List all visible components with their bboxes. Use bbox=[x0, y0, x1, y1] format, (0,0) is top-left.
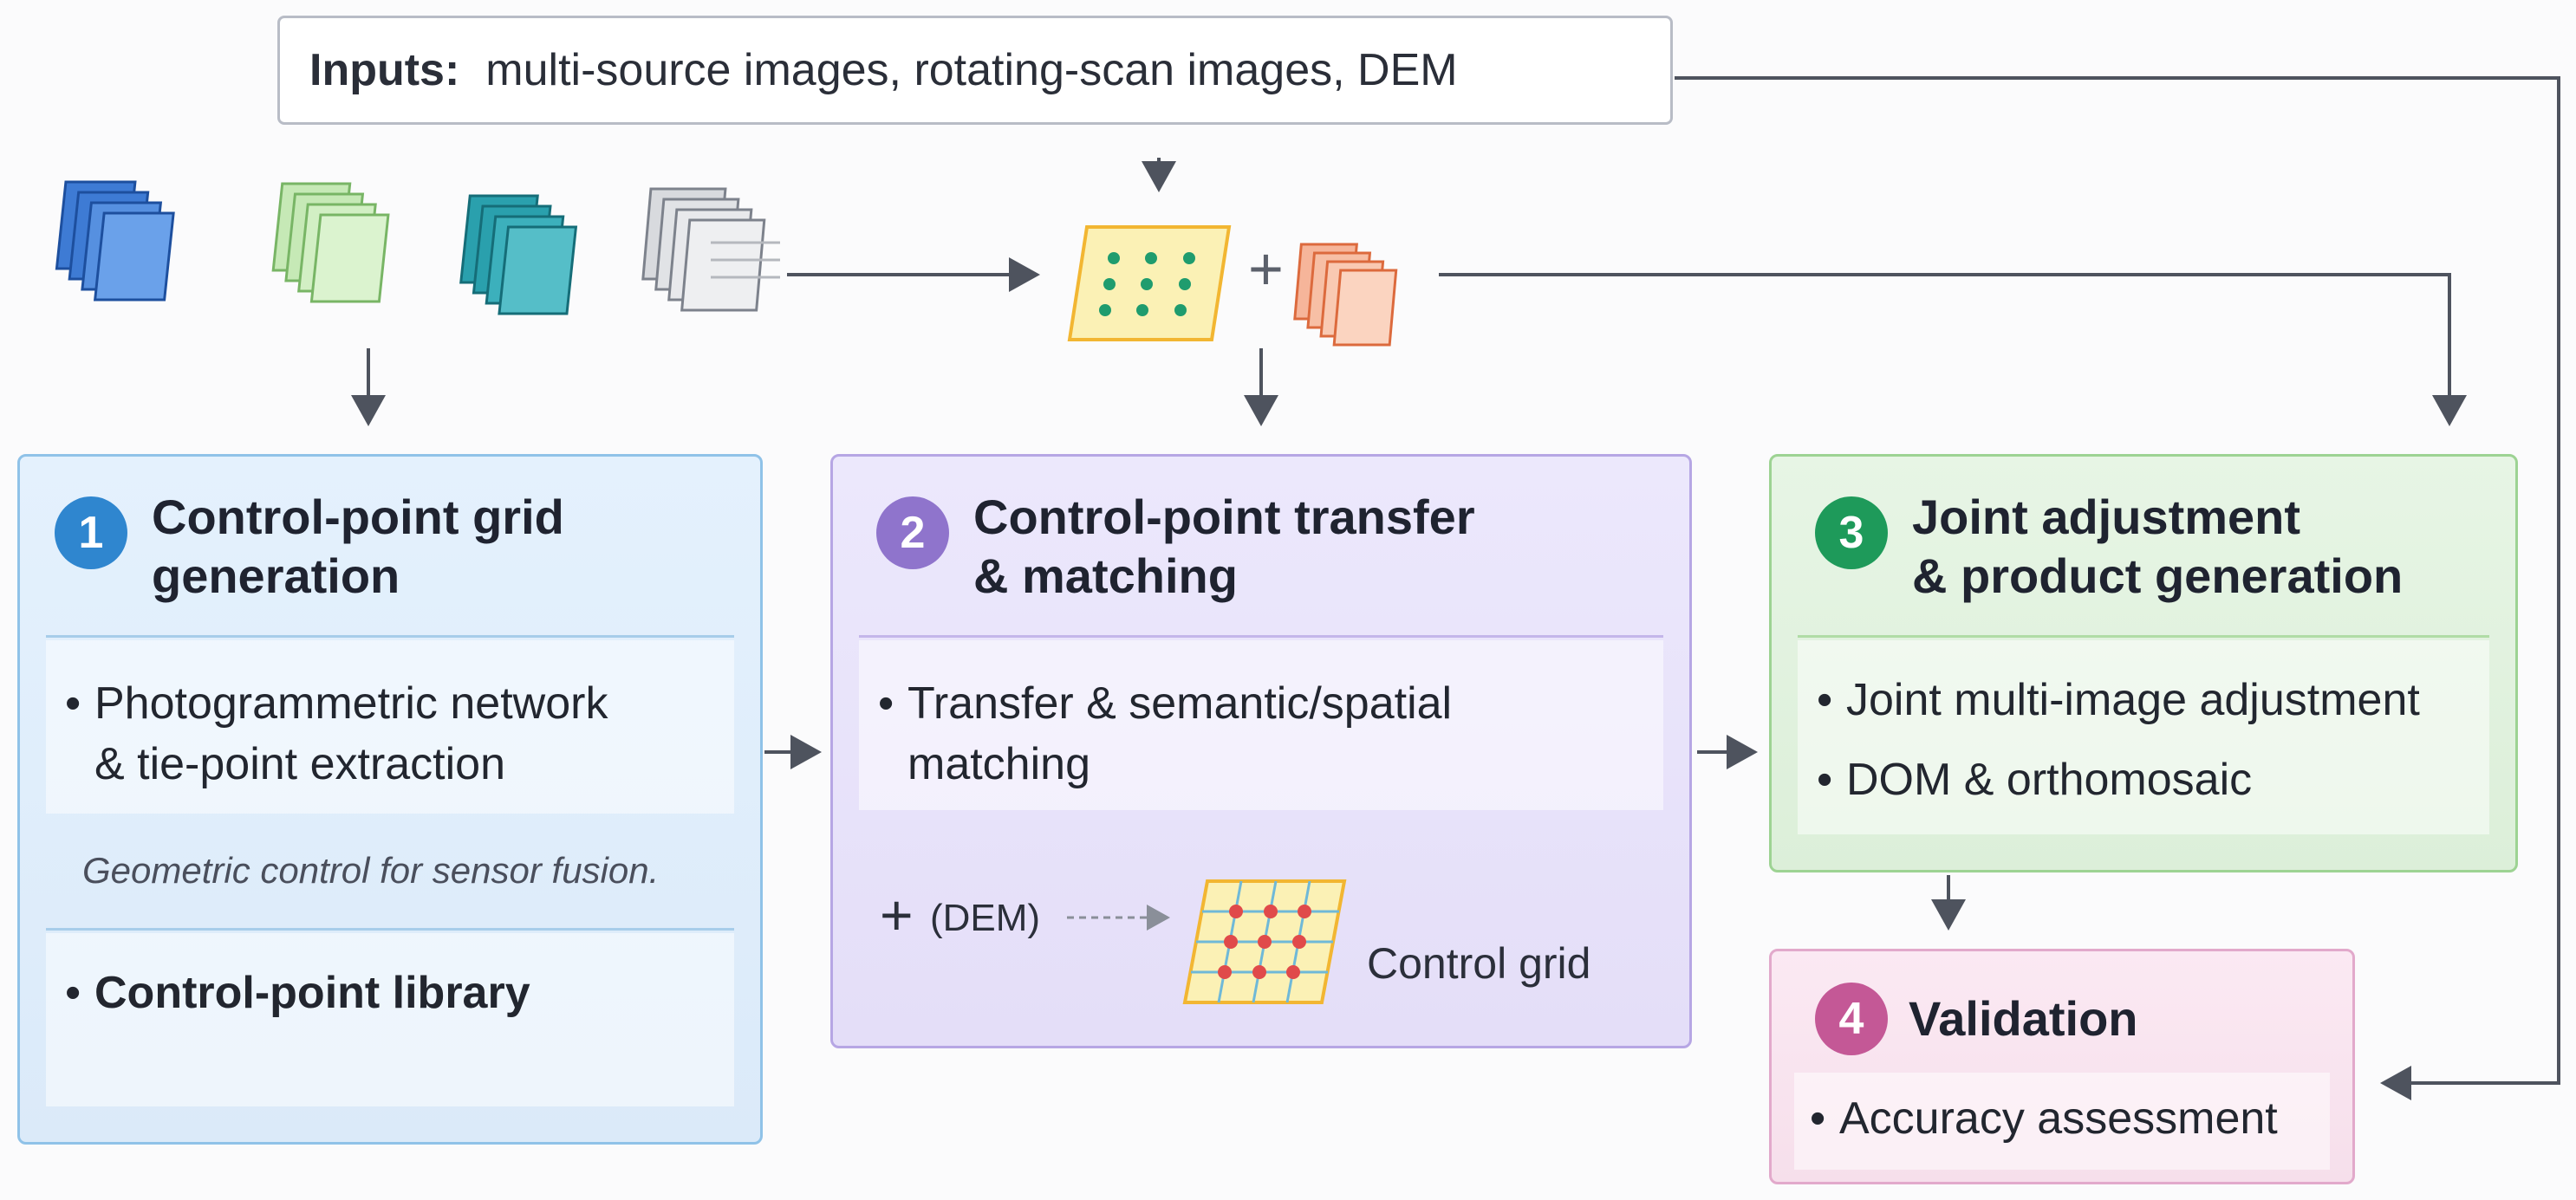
control-grid-icon bbox=[1182, 879, 1347, 1004]
panel-2-bullet: •Transfer & semantic/spatial matching bbox=[878, 678, 1453, 789]
dem-plus: + bbox=[880, 883, 914, 947]
panel-control-point-transfer-matching: 2 Control-point transfer & matching •Tra… bbox=[830, 454, 1692, 1048]
panel-3-bullet-2: •DOM & orthomosaic bbox=[1817, 755, 2253, 805]
panel-validation: 4 Validation •Accuracy assessment bbox=[1769, 949, 2355, 1184]
panel-1-title: Control-point grid generation bbox=[152, 490, 564, 603]
arrow-inputs-to-validation bbox=[1675, 76, 2560, 1100]
step-badge-4: 4 bbox=[1815, 983, 1888, 1055]
blue-image-stack-icon bbox=[55, 180, 175, 302]
panel-3-divider bbox=[1798, 635, 2489, 638]
dem-label: (DEM) bbox=[930, 897, 1041, 939]
orange-image-stack-icon bbox=[1293, 243, 1398, 347]
panel-4-bullet: •Accuracy assessment bbox=[1810, 1093, 2278, 1144]
teal-image-stack-icon bbox=[459, 194, 578, 315]
inputs-label: Inputs: bbox=[309, 45, 460, 95]
panel-1-library: •Control-point library bbox=[65, 968, 530, 1018]
step-badge-2: 2 bbox=[876, 496, 949, 569]
step-badge-3: 3 bbox=[1815, 496, 1888, 569]
panel-1-bullet: •Photogrammetric network & tie-point ext… bbox=[65, 678, 608, 789]
arrow-orange-to-panel3 bbox=[1439, 273, 2467, 426]
panel-3-bullet-1: •Joint multi-image adjustment bbox=[1817, 675, 2420, 725]
panel-3-title: Joint adjustment & product generation bbox=[1912, 490, 2404, 603]
panel-1-inner-box bbox=[46, 640, 734, 814]
panel-4-title: Validation bbox=[1909, 991, 2138, 1046]
control-point-grid-icon bbox=[1067, 225, 1232, 341]
panel-4-inner-box bbox=[1794, 1073, 2330, 1170]
panel-1-library-box bbox=[46, 933, 734, 1106]
panel-joint-adjustment-product-generation: 3 Joint adjustment & product generation … bbox=[1769, 454, 2518, 872]
step-badge-1: 1 bbox=[55, 496, 127, 569]
panel-2-divider bbox=[859, 635, 1663, 638]
panel-control-point-grid-generation: 1 Control-point grid generation •Photogr… bbox=[17, 454, 763, 1145]
panel-2-inner-box bbox=[859, 640, 1663, 810]
plus-sign: + bbox=[1248, 235, 1284, 302]
panel-1-note: Geometric control for sensor fusion. bbox=[82, 850, 660, 891]
gray-scan-stack-icon bbox=[641, 187, 780, 312]
inputs-box: Inputs: multi-source images, rotating-sc… bbox=[277, 16, 1673, 125]
green-image-stack-icon bbox=[271, 182, 390, 303]
inputs-text: multi-source images, rotating-scan image… bbox=[485, 45, 1458, 95]
panel-1-divider-top bbox=[46, 635, 734, 638]
control-grid-label: Control grid bbox=[1367, 939, 1591, 988]
panel-1-divider-bottom bbox=[46, 928, 734, 931]
panel-2-title: Control-point transfer & matching bbox=[973, 490, 1475, 603]
dem-to-grid-icons bbox=[1067, 879, 1347, 1004]
panel-3-inner-box bbox=[1798, 640, 2489, 834]
